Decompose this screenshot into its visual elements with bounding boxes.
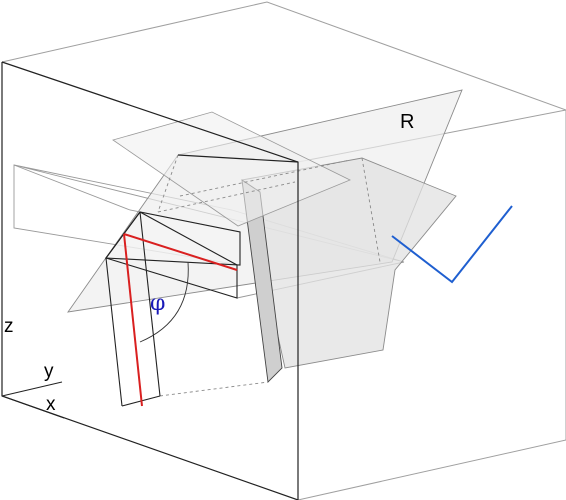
blue-angle-lines bbox=[391, 205, 513, 284]
dashed-line-3 bbox=[159, 381, 269, 397]
red-line-horizontal bbox=[123, 233, 238, 271]
plane-r-label: R bbox=[400, 111, 414, 133]
axis-x-label: x bbox=[46, 394, 56, 415]
axis-y-line bbox=[1, 381, 63, 397]
axes bbox=[1, 381, 65, 419]
wedge-inner-edge bbox=[139, 211, 161, 397]
wedge-left-edge bbox=[105, 257, 123, 407]
red-line-vertical bbox=[123, 233, 143, 407]
axis-z-label: z bbox=[4, 316, 14, 337]
cube-front-face bbox=[1, 61, 299, 500]
cube-top-inner-edge bbox=[177, 154, 299, 163]
wedge-front-face bbox=[105, 211, 238, 299]
right-plane bbox=[241, 157, 457, 383]
cube-bottom-right-edge bbox=[297, 439, 566, 500]
axis-y-label: y bbox=[44, 361, 54, 382]
angle-arc bbox=[139, 261, 189, 343]
dashed-line-5 bbox=[157, 154, 179, 213]
angle-phi-label: φ bbox=[150, 291, 165, 316]
wedge bbox=[104, 211, 241, 407]
dashed-line-2 bbox=[179, 159, 351, 197]
front-cube bbox=[1, 61, 299, 500]
dashed-line-1 bbox=[157, 181, 296, 213]
red-angle-lines bbox=[123, 233, 238, 407]
dashed-lines bbox=[157, 154, 381, 397]
axis-x-line bbox=[1, 395, 65, 419]
cube-back-top-edge bbox=[1, 1, 566, 111]
